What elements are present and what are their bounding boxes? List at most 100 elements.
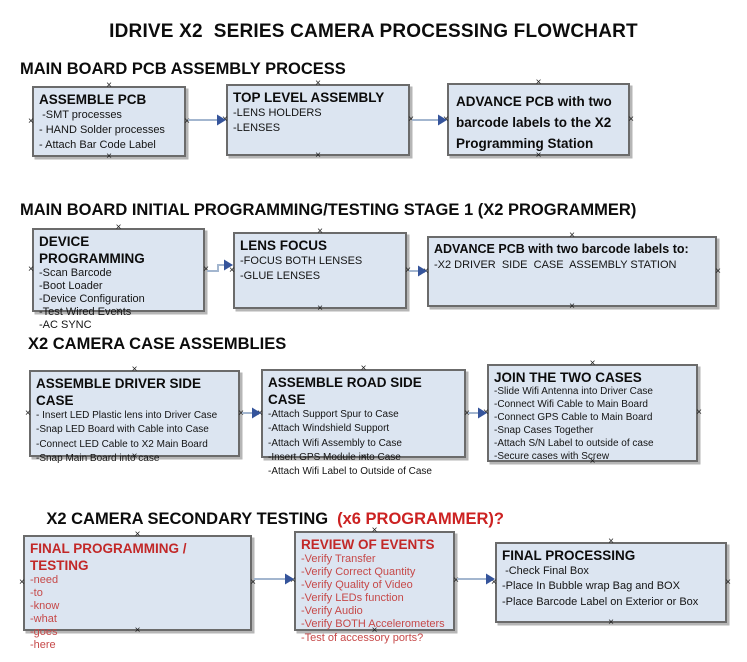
flow-arrow[interactable] — [468, 406, 487, 420]
box-item: -Attach Support Spur to Case — [268, 409, 399, 420]
box-title: JOIN THE TWO CASES — [494, 370, 642, 385]
connector-anchor-icon: × — [131, 364, 138, 375]
box-title: ADVANCE PCB with two barcode labels to t… — [456, 94, 616, 151]
connector-anchor-icon: × — [315, 78, 321, 89]
heading-text: X2 CAMERA SECONDARY TESTING — [46, 510, 329, 528]
box-item: -GLUE LENSES — [240, 270, 321, 282]
box-item: -FOCUS BOTH LENSES — [240, 255, 363, 267]
box-title: REVIEW OF EVENTS — [301, 537, 435, 552]
connector-anchor-icon: × — [608, 536, 614, 547]
connector-anchor-icon: × — [19, 577, 25, 588]
box-item: -Snap Cases Together — [494, 424, 594, 436]
box-item: -Boot Loader — [39, 279, 103, 292]
box-item: -Verify Quality of Video — [301, 579, 413, 592]
box-title: DEVICE PROGRAMMING — [39, 234, 145, 266]
box-item: -Attach S/N Label to outside of case — [494, 437, 654, 449]
connector-anchor-icon: × — [25, 407, 31, 419]
box-item: -Attach Wifi Label to Outside of Case — [268, 466, 432, 478]
connector-anchor-icon: × — [535, 77, 542, 88]
box-item: -AC SYNC — [39, 318, 92, 331]
flow-box-review-of-events[interactable]: × × × × REVIEW OF EVENTS -Verify Transfe… — [290, 526, 459, 644]
box-item: -Device Configuration — [39, 292, 145, 305]
box-title: LENS FOCUS — [240, 238, 328, 253]
box-item: -Connect GPS Cable to Main Board — [494, 411, 653, 423]
connector-anchor-icon: × — [106, 151, 112, 162]
box-item: -Place Barcode Label on Exterior or Box — [502, 595, 699, 608]
flow-arrow[interactable] — [207, 258, 233, 276]
connector-anchor-icon: × — [360, 363, 367, 374]
box-item: -Test of accessory ports? — [301, 631, 424, 644]
connector-anchor-icon: × — [106, 80, 112, 91]
flow-box-assemble-road-side-case[interactable]: × × × × ASSEMBLE ROAD SIDE CASE -Attach … — [257, 364, 470, 478]
heading-highlight: (x6 PROGRAMMER)? — [337, 510, 504, 528]
connector-anchor-icon: × — [725, 576, 731, 588]
section-heading-initial-programming: MAIN BOARD INITIAL PROGRAMMING/TESTING S… — [20, 201, 637, 219]
flow-box-advance-pcb-driver-side-station[interactable]: × × × × ADVANCE PCB with two barcode lab… — [423, 231, 721, 312]
section-heading-case-assemblies: X2 CAMERA CASE ASSEMBLIES — [28, 335, 287, 353]
section-heading-pcb-assembly: MAIN BOARD PCB ASSEMBLY PROCESS — [20, 60, 346, 78]
box-item: -Snap Main Board into case — [36, 452, 160, 464]
box-item: -Attach Wifi Assembly to Case — [268, 437, 402, 449]
box-title: ASSEMBLE ROAD SIDE CASE — [268, 375, 426, 407]
box-title: FINAL PROCESSING — [502, 548, 636, 563]
box-item: -SMT processes — [39, 109, 122, 121]
flow-arrow[interactable] — [242, 406, 261, 420]
connector-anchor-icon: × — [628, 113, 634, 125]
box-item: -what — [30, 612, 57, 625]
box-item: -need — [30, 574, 59, 586]
box-title: ASSEMBLE DRIVER SIDE CASE — [36, 376, 205, 408]
flow-arrow[interactable] — [457, 572, 495, 586]
box-item: -Test Wired Events — [39, 305, 132, 318]
box-item: -Connect LED Cable to X2 Main Board — [36, 438, 208, 450]
box-title: ADVANCE PCB with two barcode labels to: — [434, 242, 689, 256]
box-title: FINAL PROGRAMMING / TESTING — [30, 541, 191, 573]
box-item: -LENS HOLDERS — [233, 107, 322, 119]
box-item: -Attach Windshield Support — [268, 423, 390, 435]
connector-anchor-icon: × — [569, 230, 575, 241]
connector-anchor-icon: × — [28, 264, 34, 275]
flow-box-assemble-driver-side-case[interactable]: × × × × ASSEMBLE DRIVER SIDE CASE - Inse… — [25, 365, 244, 464]
box-item: -Check Final Box — [502, 565, 589, 577]
flow-box-top-level-assembly[interactable]: × × × × TOP LEVEL ASSEMBLY -LENS HOLDERS… — [222, 79, 414, 161]
box-item: -Scan Barcode — [39, 267, 112, 279]
connector-anchor-icon: × — [608, 617, 614, 628]
box-item: -here — [30, 638, 56, 651]
box-title: TOP LEVEL ASSEMBLY — [233, 90, 385, 105]
flow-box-lens-focus[interactable]: × × × × LENS FOCUS -FOCUS BOTH LENSES -G… — [229, 227, 411, 314]
flow-box-final-processing[interactable]: × × × × FINAL PROCESSING -Check Final Bo… — [491, 537, 731, 628]
box-item: -Verify Audio — [301, 605, 363, 618]
flow-box-device-programming[interactable]: × × × × DEVICE PROGRAMMING -Scan Barcode… — [28, 223, 209, 331]
box-title: ASSEMBLE PCB — [39, 92, 147, 107]
connector-anchor-icon: × — [315, 150, 321, 161]
box-item: -Verify Transfer — [301, 553, 376, 565]
flow-arrow[interactable] — [412, 113, 447, 127]
box-item: - HAND Solder processes — [39, 124, 165, 136]
connector-anchor-icon: × — [569, 301, 575, 312]
box-item: -Insert GPS Module into Case — [268, 451, 401, 463]
connector-anchor-icon: × — [28, 115, 34, 127]
connector-anchor-icon: × — [115, 222, 122, 233]
box-item: -know — [30, 599, 60, 612]
box-item: - Attach Bar Code Label — [39, 139, 156, 151]
flow-arrow[interactable] — [254, 572, 294, 586]
section-heading-secondary-testing: X2 CAMERA SECONDARY TESTING (x6 PROGRAMME… — [28, 491, 504, 548]
flow-box-final-programming-testing[interactable]: × × × × FINAL PROGRAMMING / TESTING -nee… — [19, 530, 256, 651]
flow-box-assemble-pcb[interactable]: × × × × ASSEMBLE PCB -SMT processes - HA… — [28, 81, 190, 162]
box-item: -Place In Bubble wrap Bag and BOX — [502, 580, 680, 593]
box-item: -to — [30, 586, 43, 599]
flow-arrow[interactable] — [188, 113, 226, 127]
box-item: -goes — [30, 625, 58, 638]
box-item: -Connect Wifi Cable to Main Board — [494, 398, 648, 410]
box-item: -LENSES — [233, 122, 281, 134]
box-item: - Insert LED Plastic lens into Driver Ca… — [36, 410, 218, 421]
flow-arrow[interactable] — [409, 264, 427, 278]
connector-anchor-icon: × — [589, 358, 596, 369]
box-item: -Verify LEDs function — [301, 592, 404, 605]
connector-anchor-icon: × — [317, 226, 323, 237]
flow-box-join-the-two-cases[interactable]: × × × × JOIN THE TWO CASES -Slide Wifi A… — [483, 359, 702, 467]
flow-box-advance-pcb-programming-station[interactable]: × × × × ADVANCE PCB with two barcode lab… — [443, 78, 634, 161]
box-item: -Verify BOTH Accelerometers — [301, 618, 445, 631]
box-item: -Slide Wifi Antenna into Driver Case — [494, 386, 653, 397]
box-item: -Verify Correct Quantity — [301, 566, 416, 579]
